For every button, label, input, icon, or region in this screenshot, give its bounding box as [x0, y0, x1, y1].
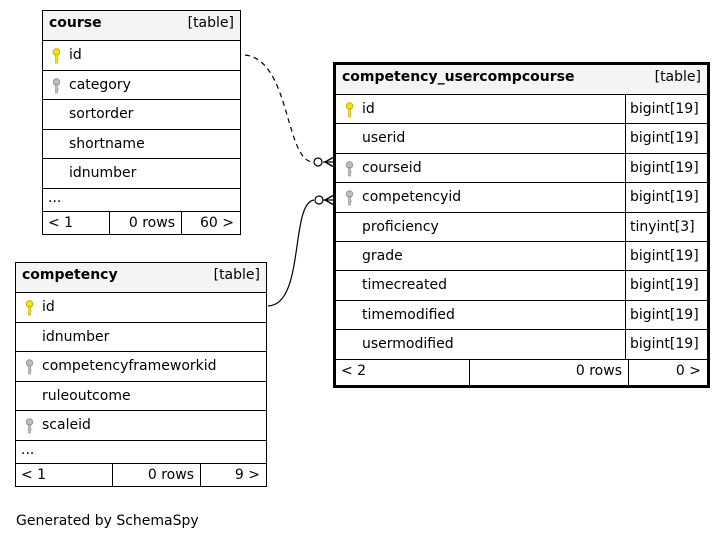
competency-usercompcourse-table[interactable]: competency_usercompcourse [table] id bigi… [333, 62, 710, 388]
table-footer: < 1 0 rows 60 > [43, 211, 240, 234]
zero-many-marker-competencyid [314, 195, 324, 205]
parents-count[interactable]: < 1 [48, 214, 74, 231]
column-name: id [69, 47, 82, 63]
table-tag: [table] [213, 267, 260, 283]
column-row-timecreated[interactable]: timecreated bigint[19] [336, 271, 707, 301]
children-count[interactable]: 60 > [181, 211, 240, 234]
table-tag: [table] [187, 15, 234, 31]
foreign-key-icon [25, 359, 34, 375]
table-name: course [49, 15, 102, 31]
column-name: shortname [69, 135, 145, 152]
table-header[interactable]: course [table] [43, 11, 240, 41]
parents-count[interactable]: < 2 [341, 362, 367, 379]
column-type: bigint[19] [625, 153, 707, 183]
column-name: sortorder [69, 106, 134, 122]
competency-competencyid-link [267, 199, 315, 307]
column-row-userid[interactable]: userid bigint[19] [336, 124, 707, 154]
column-name: usermodified [362, 336, 454, 353]
table-header[interactable]: competency [table] [16, 263, 266, 293]
zero-many-marker-courseid [313, 157, 323, 167]
rows-count: 0 rows [112, 463, 200, 486]
primary-key-icon [25, 300, 34, 316]
column-name: id [42, 299, 55, 315]
table-footer: < 1 0 rows 9 > [16, 463, 266, 486]
column-row-ruleoutcome[interactable]: ruleoutcome [16, 382, 266, 411]
table-name: competency [22, 267, 118, 283]
column-row-usermodified[interactable]: usermodified bigint[19] [336, 330, 707, 360]
children-count[interactable]: 0 > [628, 359, 707, 385]
column-row-competencyid[interactable]: competencyid bigint[19] [336, 183, 707, 213]
column-row-shortname[interactable]: shortname [43, 130, 240, 159]
column-row-sortorder[interactable]: sortorder [43, 100, 240, 130]
primary-key-icon [52, 48, 61, 64]
competency-table[interactable]: competency [table] id idnumber competencyf… [15, 262, 267, 487]
rows-count: 0 rows [109, 211, 181, 234]
column-name: scaleid [42, 417, 91, 433]
column-name: userid [362, 130, 406, 147]
column-row-competencyframeworkid[interactable]: competencyframeworkid [16, 352, 266, 382]
column-row-idnumber[interactable]: idnumber [16, 323, 266, 352]
column-row-id[interactable]: id [16, 293, 266, 323]
table-tag: [table] [654, 69, 701, 85]
more-columns: ... [43, 189, 240, 212]
foreign-key-icon [345, 190, 354, 206]
foreign-key-icon [52, 77, 61, 93]
generated-by-credit: Generated by SchemaSpy [16, 513, 199, 529]
table-footer: < 2 0 rows 0 > [336, 359, 707, 385]
column-name: ruleoutcome [42, 387, 131, 404]
children-count[interactable]: 9 > [200, 463, 266, 486]
foreign-key-icon [25, 418, 34, 434]
column-name: id [362, 101, 375, 117]
column-type: tinyint[3] [625, 212, 707, 241]
table-name: competency_usercompcourse [342, 69, 575, 85]
more-columns: ... [16, 441, 266, 464]
column-type: bigint[19] [625, 271, 707, 300]
column-name: idnumber [69, 165, 137, 181]
column-name: competencyframeworkid [42, 358, 217, 374]
table-header[interactable]: competency_usercompcourse [table] [336, 65, 707, 95]
column-row-timemodified[interactable]: timemodified bigint[19] [336, 300, 707, 331]
column-name: courseid [362, 159, 422, 176]
column-type: bigint[19] [625, 95, 707, 124]
column-name: grade [362, 247, 403, 264]
column-row-grade[interactable]: grade bigint[19] [336, 241, 707, 272]
column-row-scaleid[interactable]: scaleid [16, 411, 266, 441]
column-row-proficiency[interactable]: proficiency tinyint[3] [336, 212, 707, 242]
column-type: bigint[19] [625, 330, 707, 359]
column-type: bigint[19] [625, 183, 707, 212]
column-row-idnumber[interactable]: idnumber [43, 159, 240, 189]
column-row-category[interactable]: category [43, 71, 240, 100]
column-type: bigint[19] [625, 241, 707, 271]
column-type: bigint[19] [625, 124, 707, 153]
column-name: idnumber [42, 328, 110, 345]
ellipsis-text: ... [21, 441, 35, 458]
column-type: bigint[19] [625, 300, 707, 330]
foreign-key-icon [345, 161, 354, 177]
course-courseid-link [244, 54, 313, 163]
column-name: proficiency [362, 218, 439, 235]
rows-count: 0 rows [469, 359, 628, 385]
column-row-id[interactable]: id [43, 41, 240, 71]
ellipsis-text: ... [48, 189, 62, 206]
primary-key-icon [345, 102, 354, 118]
column-name: category [69, 76, 131, 93]
column-row-courseid[interactable]: courseid bigint[19] [336, 153, 707, 184]
column-name: timecreated [362, 277, 447, 294]
course-table[interactable]: course [table] id category sortorder shortn… [42, 10, 241, 235]
column-name: timemodified [362, 306, 455, 323]
column-row-id[interactable]: id bigint[19] [336, 95, 707, 125]
parents-count[interactable]: < 1 [21, 466, 47, 483]
column-name: competencyid [362, 189, 462, 206]
